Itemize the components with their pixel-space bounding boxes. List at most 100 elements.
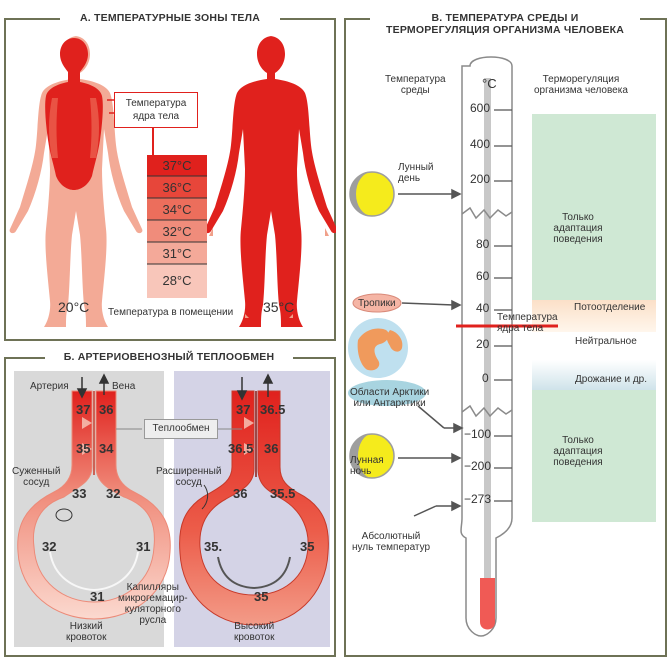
capillaries-line4: русла [139,615,167,626]
high-flow-line2: кровоток [234,632,275,643]
shivering-zone [532,360,656,390]
panel-a-title: А. ТЕМПЕРАТУРНЫЕ ЗОНЫ ТЕЛА [60,12,280,24]
tick-60: 60 [476,269,490,283]
tick-80: 80 [476,237,490,251]
thermometer-bulb [480,578,495,630]
core-temperature-callout: Температура ядра тела [114,92,198,128]
thermometer-ticks [494,109,512,502]
unit-label: °С [482,76,497,91]
capillaries-line2: микрогемацир- [118,593,188,604]
high-flow-label: Высокий кровоток [234,621,274,643]
heat-exchange-box: Теплообмен [144,419,218,439]
narrow-vessel-line2: сосуд [23,477,50,488]
scale-28: 28°С [162,273,192,288]
panel-c-title-line1: В. ТЕМПЕРАТУРА СРЕДЫ И [431,12,579,24]
core-temp-label: Температура ядра тела [497,312,558,334]
shivering-label: Дрожание и др. [575,374,648,385]
vessel-loop-narrow [17,390,171,620]
neutral-label: Нейтральное [575,336,637,347]
arctic-line1: Области Арктики [350,387,430,398]
vessel-loop-wide [179,390,329,626]
panel-c-title-line2: ТЕРМОРЕГУЛЯЦИЯ ОРГАНИЗМА ЧЕЛОВЕКА [386,24,624,36]
abs-zero-line1: Абсолютный [361,531,421,542]
tropics-tag [352,293,402,313]
tick-600: 600 [470,101,491,115]
panel-b-title: Б. АРТЕРИОВЕНОЗНЫЙ ТЕПЛООБМЕН [45,351,293,363]
behavior-bottom-line1: Только [562,435,594,446]
neutral-zone [532,332,656,360]
core-temp-line1: Температура [497,312,558,323]
right-v-35a: 35. [204,539,223,554]
core-label-line2: ядра тела [132,111,180,122]
tropics-label: Тропики [358,298,396,309]
behavior-bottom-line3: поведения [553,457,603,468]
scale-32: 32°С [162,224,192,239]
tick-0: 0 [482,371,489,385]
vein-label: Вена [112,381,136,392]
right-v-35b: 35 [300,539,315,554]
env-temp-line1: Температура [385,74,446,85]
right-v-37: 37 [236,402,251,417]
behavior-zone-bottom [532,390,656,522]
moon-day-label: Лунный день [398,162,434,184]
panel-a-art [9,36,336,327]
moon-day-icon [349,171,395,217]
right-room-temp: 35°С [263,299,295,315]
arctic-tag [348,380,426,406]
left-v-34: 34 [99,441,114,456]
callout-stem [152,128,154,156]
tick-200: 200 [470,172,491,186]
right-v-36b: 36 [233,486,248,501]
left-v-36: 36 [99,402,114,417]
wide-vessel-line1: Расширенный [156,466,222,477]
tick-20: 20 [476,337,490,351]
left-v-32a: 32 [106,486,121,501]
panel-b-art [14,371,330,647]
tick-minus-200: −200 [464,459,492,473]
behavior-bottom-label: Только адаптация поведения [538,435,618,468]
right-v-35c: 35 [254,589,269,604]
core-temp-line2: ядра тела [497,323,544,334]
wide-vessel-line2: сосуд [175,477,202,488]
artery-label: Артерия [30,381,69,392]
scale-36: 36°С [162,180,192,195]
behavior-zone-top [532,114,656,300]
left-v-31a: 31 [136,539,151,554]
left-v-31b: 31 [90,589,105,604]
wide-vessel-label: Расширенный сосуд [156,466,221,488]
tick-40: 40 [476,301,490,315]
low-flow-line2: кровоток [66,632,107,643]
right-v-36-5b: 36.5 [228,441,254,456]
thermoreg-label: Терморегуляция организма человека [534,74,628,96]
panel-c-title: В. ТЕМПЕРАТУРА СРЕДЫ И ТЕРМОРЕГУЛЯЦИЯ ОР… [370,12,640,36]
left-v-33: 33 [72,486,87,501]
behavior-top-label: Только адаптация поведения [538,212,618,245]
capillaries-label: Капилляры микрогемацир- куляторного русл… [118,582,188,626]
scale-labels: 37°С 36°С 34°С 32°С 31°С 28°С [147,155,207,293]
left-v-37: 37 [76,402,91,417]
scale-34: 34°С [162,202,192,217]
low-flow-label: Низкий кровоток [66,621,106,643]
arctic-line2: или Антарктики [353,398,426,409]
moon-day-line1: Лунный [398,162,434,173]
thermoreg-line1: Терморегуляция [542,74,620,85]
right-v-35-5: 35.5 [270,486,296,501]
room-temp-label: Температура в помещении [108,307,234,318]
right-v-36-5a: 36.5 [260,402,286,417]
moon-night-icon [349,433,395,479]
capillaries-line3: куляторного [124,604,181,615]
body-figure-warm [204,36,336,327]
scale-37: 37°С [162,158,192,173]
thermoreg-line2: организма человека [534,85,628,96]
narrow-vessel-line1: Суженный [12,466,61,477]
thermometer-tube [484,78,491,598]
globe-icon [348,293,426,406]
core-label-line1: Температура [125,98,187,109]
low-flow-line1: Низкий [69,621,103,632]
moon-day-line2: день [398,173,421,184]
env-temp-line2: среды [400,85,430,96]
env-temp-label: Температура среды [385,74,446,96]
arctic-label: Области Арктики или Антарктики [350,387,429,409]
scale-31: 31°С [162,246,192,261]
moon-night-label: Лунная ночь [350,455,384,477]
